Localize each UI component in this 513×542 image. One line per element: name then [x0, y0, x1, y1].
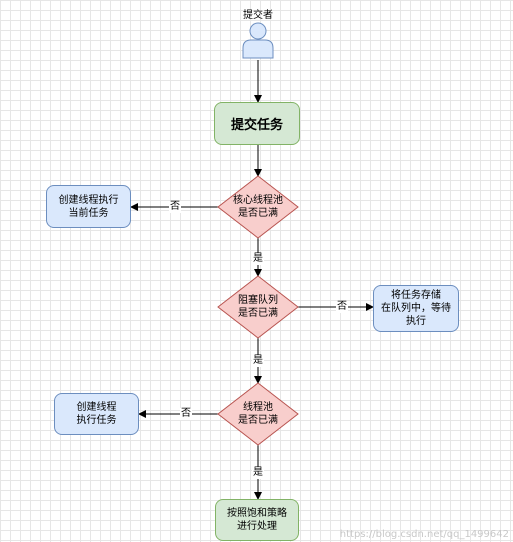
edge-label-yes-pool: 是 — [252, 467, 264, 479]
edge-label-yes-queue: 是 — [252, 355, 264, 367]
queue-store-node: 将任务存储 在队列中，等待 执行 — [373, 285, 459, 332]
decision-core-pool-label: 核心线程池 是否已满 — [233, 195, 283, 219]
edge-label-no-queue: 否 — [336, 301, 348, 313]
watermark: https://blog.csdn.net/qq_1499642 — [339, 529, 509, 540]
edge-label-yes-core: 是 — [252, 253, 264, 265]
edge-label-no-pool: 否 — [180, 408, 192, 420]
saturation-policy-node: 按照饱和策略 进行处理 — [215, 499, 299, 541]
decision-pool-label: 线程池 是否已满 — [238, 402, 278, 426]
edge-label-no-core: 否 — [169, 201, 181, 213]
decision-core-pool-shape — [217, 175, 299, 239]
create-core-thread-node: 创建线程执行 当前任务 — [46, 185, 131, 228]
create-thread-node: 创建线程 执行任务 — [54, 393, 139, 435]
decision-queue-label: 阻塞队列 是否已满 — [238, 295, 278, 319]
submit-task-node: 提交任务 — [214, 102, 300, 145]
decision-pool-shape — [217, 382, 299, 446]
actor-icon — [242, 22, 274, 59]
actor-label: 提交者 — [243, 10, 273, 21]
decision-queue-shape — [217, 275, 299, 339]
